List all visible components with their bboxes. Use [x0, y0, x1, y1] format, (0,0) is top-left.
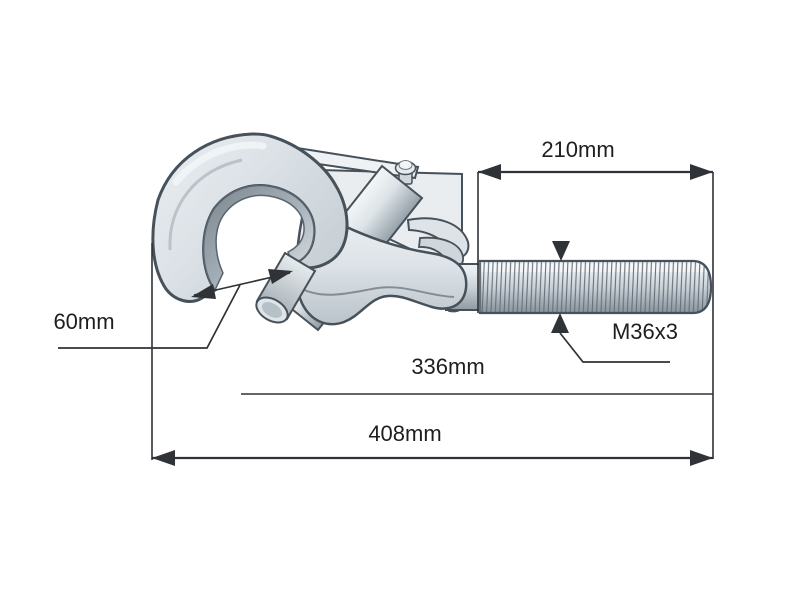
arrowhead-408-right: [690, 450, 713, 466]
leader-m36: [559, 332, 670, 363]
thread-pattern: [481, 262, 710, 312]
label-thread-length: 210mm: [541, 137, 615, 162]
label-hook-opening: 60mm: [53, 309, 115, 334]
latch-pin: [394, 160, 417, 185]
arrowhead-m36-up: [551, 313, 569, 333]
pin-cap-top: [398, 160, 413, 170]
label-overall-length: 408mm: [368, 421, 442, 446]
leader-60: [58, 284, 241, 349]
dimension-annotations: [58, 164, 714, 466]
label-thread-spec: M36x3: [611, 319, 679, 344]
dimension-408: [151, 243, 713, 466]
mouth-boss: [255, 251, 317, 324]
arrowhead-m36-down: [552, 241, 570, 261]
threaded-rod: [445, 259, 713, 315]
boss-face-bore: [261, 302, 283, 318]
dimension-m36: [551, 241, 670, 363]
arrowhead-60-left: [191, 284, 216, 299]
hook-rim-band: [168, 158, 243, 251]
arrowhead-210-right: [690, 164, 713, 180]
hook-illustration: [151, 132, 713, 332]
dimension-60: [58, 269, 293, 349]
arrowhead-60-right: [268, 269, 293, 284]
label-mid-length: 336mm: [411, 354, 485, 379]
hook-highlight: [172, 141, 267, 186]
rod-thread-outline: [478, 259, 713, 315]
arrowhead-210-left: [478, 164, 501, 180]
hook-body-detail-line: [299, 286, 455, 298]
arrowhead-408-left: [152, 450, 175, 466]
dimension-210: [477, 164, 714, 459]
